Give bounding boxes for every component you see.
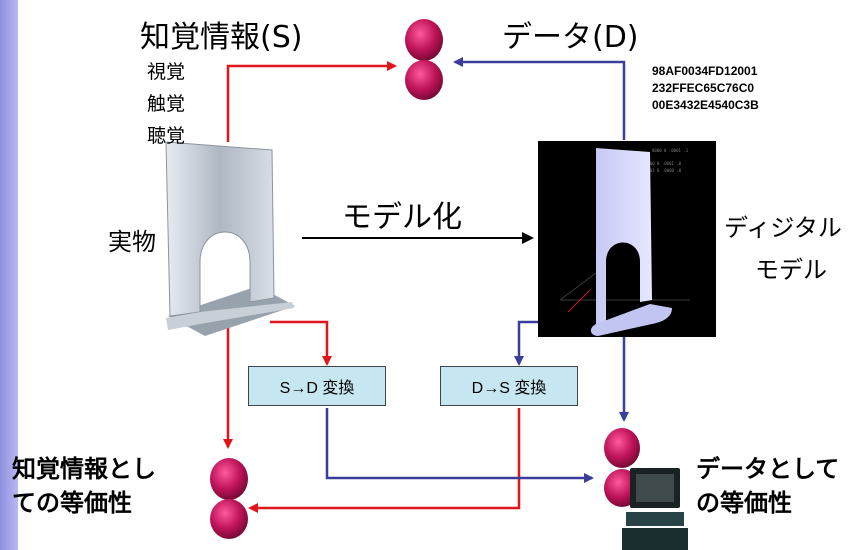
person-icon [210, 458, 248, 539]
hex-data-line-1: 98AF0034FD12001 [652, 64, 758, 78]
bookend-3d-model: 0000 0 .0001 .1 0000 0 .0001 .0 0001 0 .… [538, 141, 716, 337]
sensory-equivalence-line-2: ての等価性 [12, 489, 132, 517]
hex-data-line-2: 232FFEC65C76C0 [652, 81, 755, 95]
svg-text:0000 0 .0001 .1: 0000 0 .0001 .1 [652, 148, 689, 153]
red-arrows [223, 61, 521, 513]
arrow-d2s-to-bottom-person [248, 408, 521, 513]
s-to-d-conversion-label: S→D 変換 [279, 380, 355, 397]
arrow-s2d-to-bottom-right [325, 408, 594, 483]
real-object-label: 実物 [108, 228, 156, 256]
d-to-s-conversion-label: D→S 変換 [471, 380, 547, 397]
d-to-s-conversion-box: D→S 変換 [440, 366, 578, 406]
person-icon [405, 19, 443, 100]
data-equivalence-line-2: の等価性 [696, 489, 792, 517]
digital-model-label-line-1: ディジタル [724, 214, 842, 242]
hex-data-line-3: 00E3432E4540C3B [652, 98, 759, 112]
modeling-label: モデル化 [342, 200, 462, 235]
slide-sidebar [0, 0, 18, 550]
svg-text:0001 0 .0000 .0: 0001 0 .0000 .0 [645, 168, 682, 173]
data-equivalence-line-1: データとして [696, 455, 840, 483]
svg-text:0000 0 .0001 .0: 0000 0 .0001 .0 [645, 161, 682, 166]
digital-model-label-line-2: モデル [755, 256, 827, 284]
vision-label: 視覚 [147, 61, 186, 83]
arrow-object-to-s2d [270, 320, 332, 366]
bookend-photo [165, 141, 295, 336]
arrow-object-to-top-person [226, 61, 397, 142]
computer-icon [622, 468, 688, 550]
arrow-model-to-top-person [453, 57, 626, 140]
hearing-label: 聴覚 [147, 125, 186, 147]
s-to-d-conversion-box: S→D 変換 [248, 366, 386, 406]
data-label: データ(D) [502, 20, 639, 55]
sensory-equivalence-line-1: 知覚情報とし [12, 455, 156, 483]
touch-label: 触覚 [147, 93, 186, 115]
sensory-info-label: 知覚情報(S) [140, 20, 303, 55]
